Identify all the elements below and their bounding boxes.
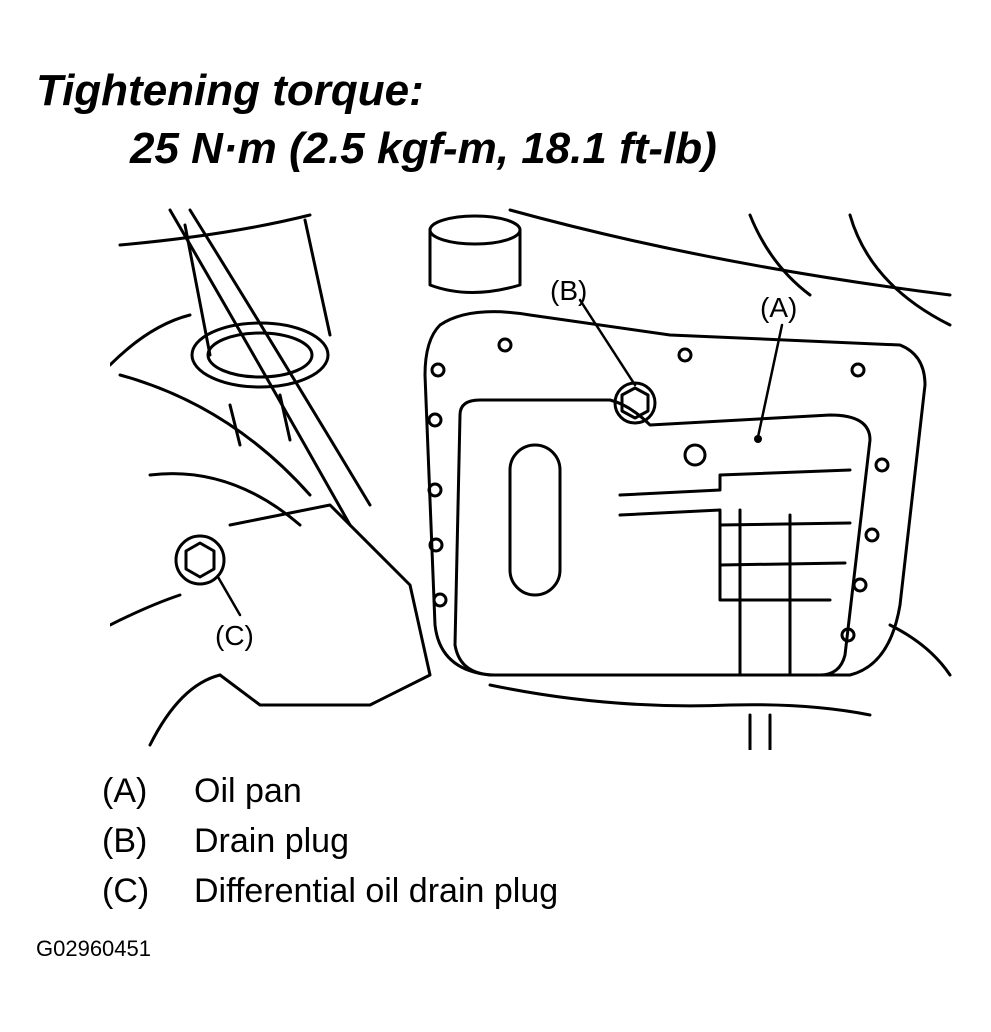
legend-text: Oil pan xyxy=(194,772,302,810)
callout-a: (A) xyxy=(760,292,797,323)
legend-text: Differential oil drain plug xyxy=(194,872,559,910)
callout-c: (C) xyxy=(215,620,254,651)
differential-drain-plug xyxy=(174,534,226,586)
torque-value: 25 N·m (2.5 kgf-m, 18.1 ft-lb) xyxy=(130,124,717,173)
oil-pan-flange xyxy=(423,310,927,677)
leader-lines xyxy=(216,298,784,617)
pipe xyxy=(118,373,432,707)
callout-b: (B) xyxy=(550,275,587,306)
legend-key: (C) xyxy=(102,872,150,910)
oil-pan-body xyxy=(453,398,872,677)
figure-code: G02960451 xyxy=(36,936,151,961)
upper-cylinder xyxy=(183,218,332,447)
legend-text: Drain plug xyxy=(194,822,349,860)
flange-bolts xyxy=(427,337,890,643)
legend-key: (B) xyxy=(102,822,148,860)
oil-pan-ribs xyxy=(508,443,852,677)
torque-title: Tightening torque: xyxy=(36,66,424,115)
drain-plug xyxy=(613,381,657,425)
engine-background-lines xyxy=(110,208,952,750)
legend-key: (A) xyxy=(102,772,148,810)
oil-pan-callout-dot xyxy=(754,435,762,443)
oil-filter xyxy=(428,214,522,294)
oil-pan-diagram: (B) (A) (C) xyxy=(110,208,952,750)
